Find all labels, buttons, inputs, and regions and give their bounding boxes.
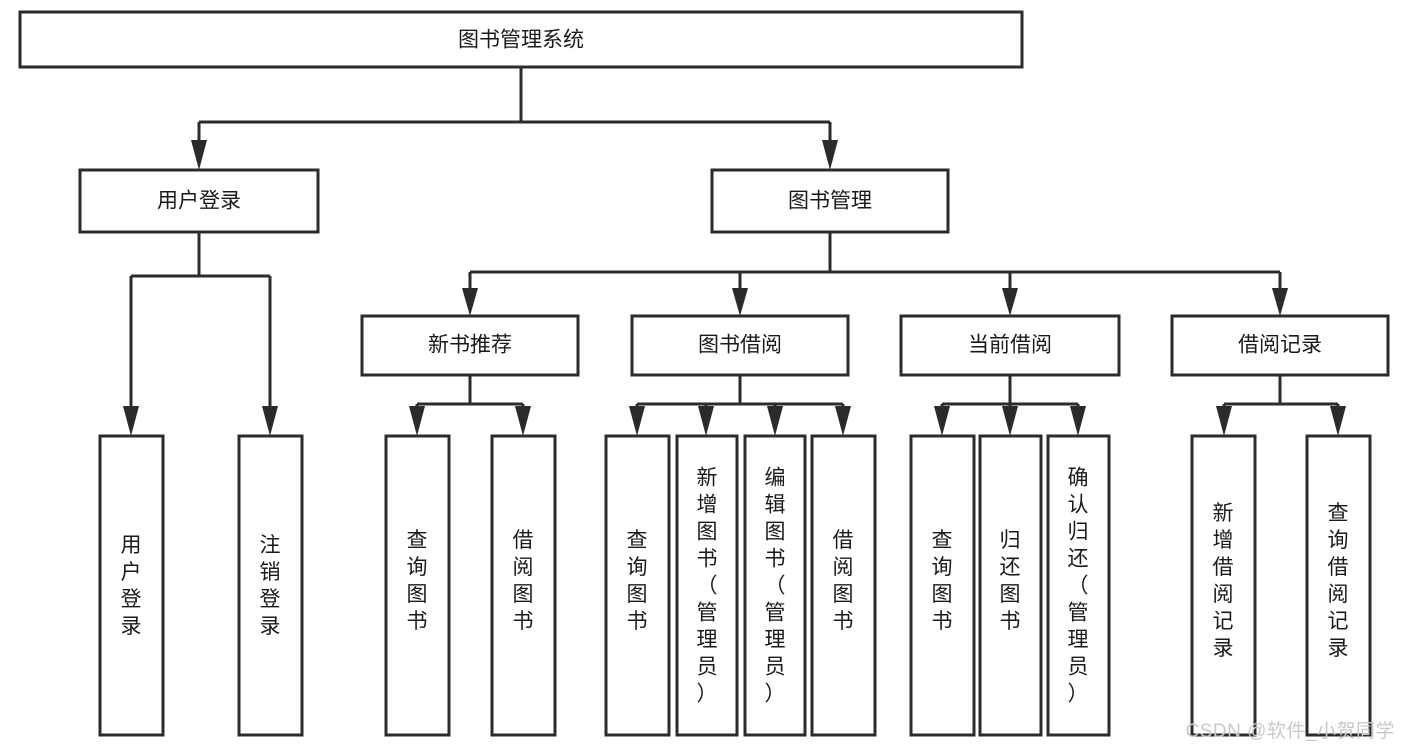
node-root-box[interactable] bbox=[18, 10, 1024, 69]
arrowhead-leaf-logout bbox=[262, 406, 278, 436]
node-current-borrow[interactable]: 当前借阅 bbox=[899, 314, 1121, 377]
leaf-node[interactable]: 编辑图书（管理员） bbox=[743, 434, 807, 737]
leaf-box[interactable] bbox=[978, 434, 1043, 737]
node-new-book[interactable]: 新书推荐 bbox=[360, 314, 580, 377]
leaf-node[interactable]: 借阅图书 bbox=[490, 434, 557, 737]
arrowhead-nb-leaf-2 bbox=[515, 406, 531, 436]
leaf-node[interactable]: 新增图书（管理员） bbox=[675, 434, 739, 737]
node-root[interactable]: 图书管理系统 bbox=[18, 10, 1024, 69]
arrowhead-cb-leaf-2 bbox=[1002, 406, 1018, 436]
leaf-label: 注销登录 bbox=[260, 534, 281, 638]
connector-bookmanage-to-level2 bbox=[462, 232, 1288, 316]
node-user-login-box[interactable] bbox=[78, 168, 320, 234]
leaf-label: 查询图书 bbox=[932, 529, 953, 633]
arrowhead-user-login bbox=[191, 140, 207, 170]
leaf-node[interactable]: 新增借阅记录 bbox=[1190, 434, 1257, 737]
arrowhead-nb-leaf-1 bbox=[409, 406, 425, 436]
arrowhead-bb-leaf-2 bbox=[698, 406, 714, 436]
arrowhead-new-book bbox=[462, 288, 478, 316]
arrowhead-br-leaf-1 bbox=[1216, 406, 1232, 436]
leaf-box[interactable] bbox=[675, 434, 739, 737]
leaf-label: 借阅图书 bbox=[513, 529, 534, 633]
connector-borrowrecord-to-leaves bbox=[1216, 375, 1346, 436]
leaf-box[interactable] bbox=[98, 434, 165, 737]
leaf-box[interactable] bbox=[1190, 434, 1257, 737]
arrowhead-bb-leaf-1 bbox=[629, 406, 645, 436]
node-current-borrow-label: 当前借阅 bbox=[968, 334, 1052, 357]
leaf-box[interactable] bbox=[1046, 434, 1111, 737]
leaf-box[interactable] bbox=[237, 434, 304, 737]
leaf-label: 借阅图书 bbox=[833, 529, 854, 633]
leaf-box[interactable] bbox=[604, 434, 671, 737]
leaf-label: 编辑图书（管理员） bbox=[765, 467, 786, 706]
node-book-borrow[interactable]: 图书借阅 bbox=[630, 314, 850, 377]
node-book-borrow-label: 图书借阅 bbox=[698, 334, 782, 357]
leaf-label: 确认归还（管理员） bbox=[1068, 467, 1089, 706]
node-borrow-record-box[interactable] bbox=[1170, 314, 1390, 377]
connector-booklogin-to-leaves bbox=[123, 232, 278, 436]
node-book-manage-label: 图书管理 bbox=[788, 190, 872, 213]
node-book-borrow-box[interactable] bbox=[630, 314, 850, 377]
leaf-label: 查询借阅记录 bbox=[1328, 502, 1349, 660]
leaf-node[interactable]: 查询图书 bbox=[909, 434, 976, 737]
node-new-book-box[interactable] bbox=[360, 314, 580, 377]
leaf-label: 新增借阅记录 bbox=[1213, 502, 1234, 660]
leaf-label: 用户登录 bbox=[121, 534, 142, 638]
arrowhead-book-borrow bbox=[732, 288, 748, 316]
leaf-label: 查询图书 bbox=[627, 529, 648, 633]
arrowhead-br-leaf-2 bbox=[1330, 406, 1346, 436]
leaf-label: 归还图书 bbox=[1000, 529, 1021, 633]
arrowhead-book-manage bbox=[822, 140, 838, 170]
csdn-watermark: CSDN @软件_小贺同学 bbox=[1185, 721, 1395, 742]
connector-bookborrow-to-leaves bbox=[629, 375, 851, 436]
leaf-box[interactable] bbox=[909, 434, 976, 737]
arrowhead-borrow-record bbox=[1272, 288, 1288, 316]
node-user-login[interactable]: 用户登录 bbox=[78, 168, 320, 234]
leaf-node[interactable]: 查询图书 bbox=[384, 434, 451, 737]
arrowhead-cb-leaf-1 bbox=[934, 406, 950, 436]
arrowhead-leaf-user-login bbox=[123, 406, 139, 436]
leaf-node[interactable]: 借阅图书 bbox=[810, 434, 877, 737]
leaf-node[interactable]: 用户登录 bbox=[98, 434, 165, 737]
leaf-node[interactable]: 注销登录 bbox=[237, 434, 304, 737]
arrowhead-bb-leaf-4 bbox=[835, 406, 851, 436]
arrowhead-cb-leaf-3 bbox=[1070, 406, 1086, 436]
node-root-label: 图书管理系统 bbox=[458, 29, 584, 52]
leaf-label: 新增图书（管理员） bbox=[697, 467, 718, 706]
leaf-node[interactable]: 确认归还（管理员） bbox=[1046, 434, 1111, 737]
leaf-node[interactable]: 归还图书 bbox=[978, 434, 1043, 737]
leaf-box[interactable] bbox=[384, 434, 451, 737]
connector-root-to-level1 bbox=[191, 67, 838, 170]
arrowhead-current-borrow bbox=[1002, 288, 1018, 316]
connector-newbook-to-leaves bbox=[409, 375, 531, 436]
leaf-node[interactable]: 查询借阅记录 bbox=[1305, 434, 1372, 737]
leaf-box[interactable] bbox=[1305, 434, 1372, 737]
arrowhead-bb-leaf-3 bbox=[767, 406, 783, 436]
node-borrow-record[interactable]: 借阅记录 bbox=[1170, 314, 1390, 377]
node-book-manage[interactable]: 图书管理 bbox=[710, 168, 950, 234]
leaf-box[interactable] bbox=[490, 434, 557, 737]
node-user-login-label: 用户登录 bbox=[157, 190, 241, 213]
leaf-node[interactable]: 查询图书 bbox=[604, 434, 671, 737]
node-borrow-record-label: 借阅记录 bbox=[1238, 334, 1322, 357]
node-current-borrow-box[interactable] bbox=[899, 314, 1121, 377]
leaf-box[interactable] bbox=[810, 434, 877, 737]
node-book-manage-box[interactable] bbox=[710, 168, 950, 234]
leaf-label: 查询图书 bbox=[407, 529, 428, 633]
leaf-box[interactable] bbox=[743, 434, 807, 737]
node-new-book-label: 新书推荐 bbox=[428, 334, 512, 357]
connector-currentborrow-to-leaves bbox=[934, 375, 1086, 436]
